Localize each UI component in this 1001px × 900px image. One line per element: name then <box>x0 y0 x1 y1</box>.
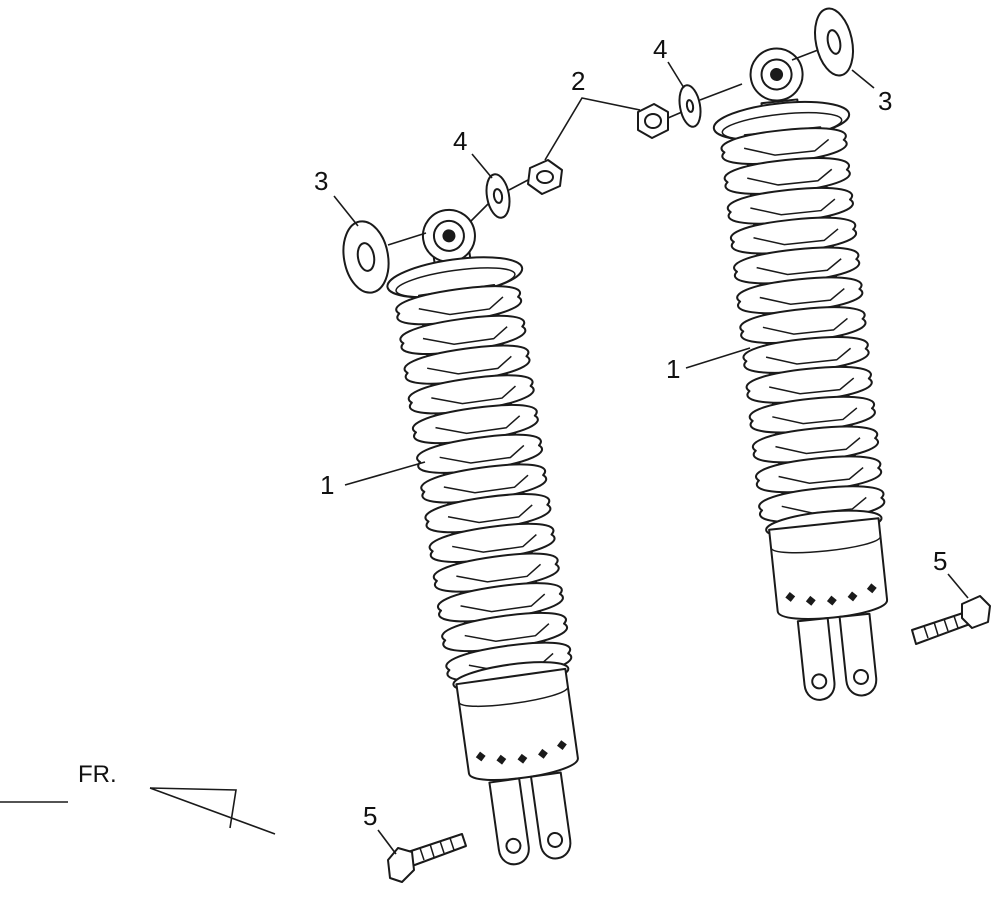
callout-1-left: 1 <box>320 470 334 500</box>
lower-body <box>768 517 889 620</box>
lower-body <box>455 667 579 781</box>
coil-spring <box>719 122 887 528</box>
shock-absorber-right <box>712 47 889 701</box>
bolt-left <box>387 833 467 883</box>
callout-4-right: 4 <box>653 34 667 64</box>
callout-5-left: 5 <box>363 801 377 831</box>
front-marker-label: FR. <box>78 761 117 788</box>
nut-left <box>527 159 563 195</box>
shock-absorber-left <box>386 208 579 866</box>
large-washer-right <box>814 7 854 77</box>
small-washer-right <box>678 84 702 128</box>
callout-3-left: 3 <box>314 166 328 196</box>
callout-2: 2 <box>571 66 585 96</box>
lower-clevis <box>796 612 878 701</box>
callout-1-right: 1 <box>666 354 680 384</box>
nut-right <box>637 103 669 139</box>
callout-5-right: 5 <box>933 546 947 576</box>
bolt-right <box>911 595 991 645</box>
lower-clevis <box>488 771 572 866</box>
leader-lines <box>333 61 969 855</box>
coil-spring <box>393 279 574 688</box>
callout-4-left: 4 <box>453 126 467 156</box>
small-washer-left <box>485 173 511 219</box>
large-washer-left <box>342 220 390 294</box>
callout-3-right: 3 <box>878 86 892 116</box>
front-direction-arrow <box>0 787 276 835</box>
